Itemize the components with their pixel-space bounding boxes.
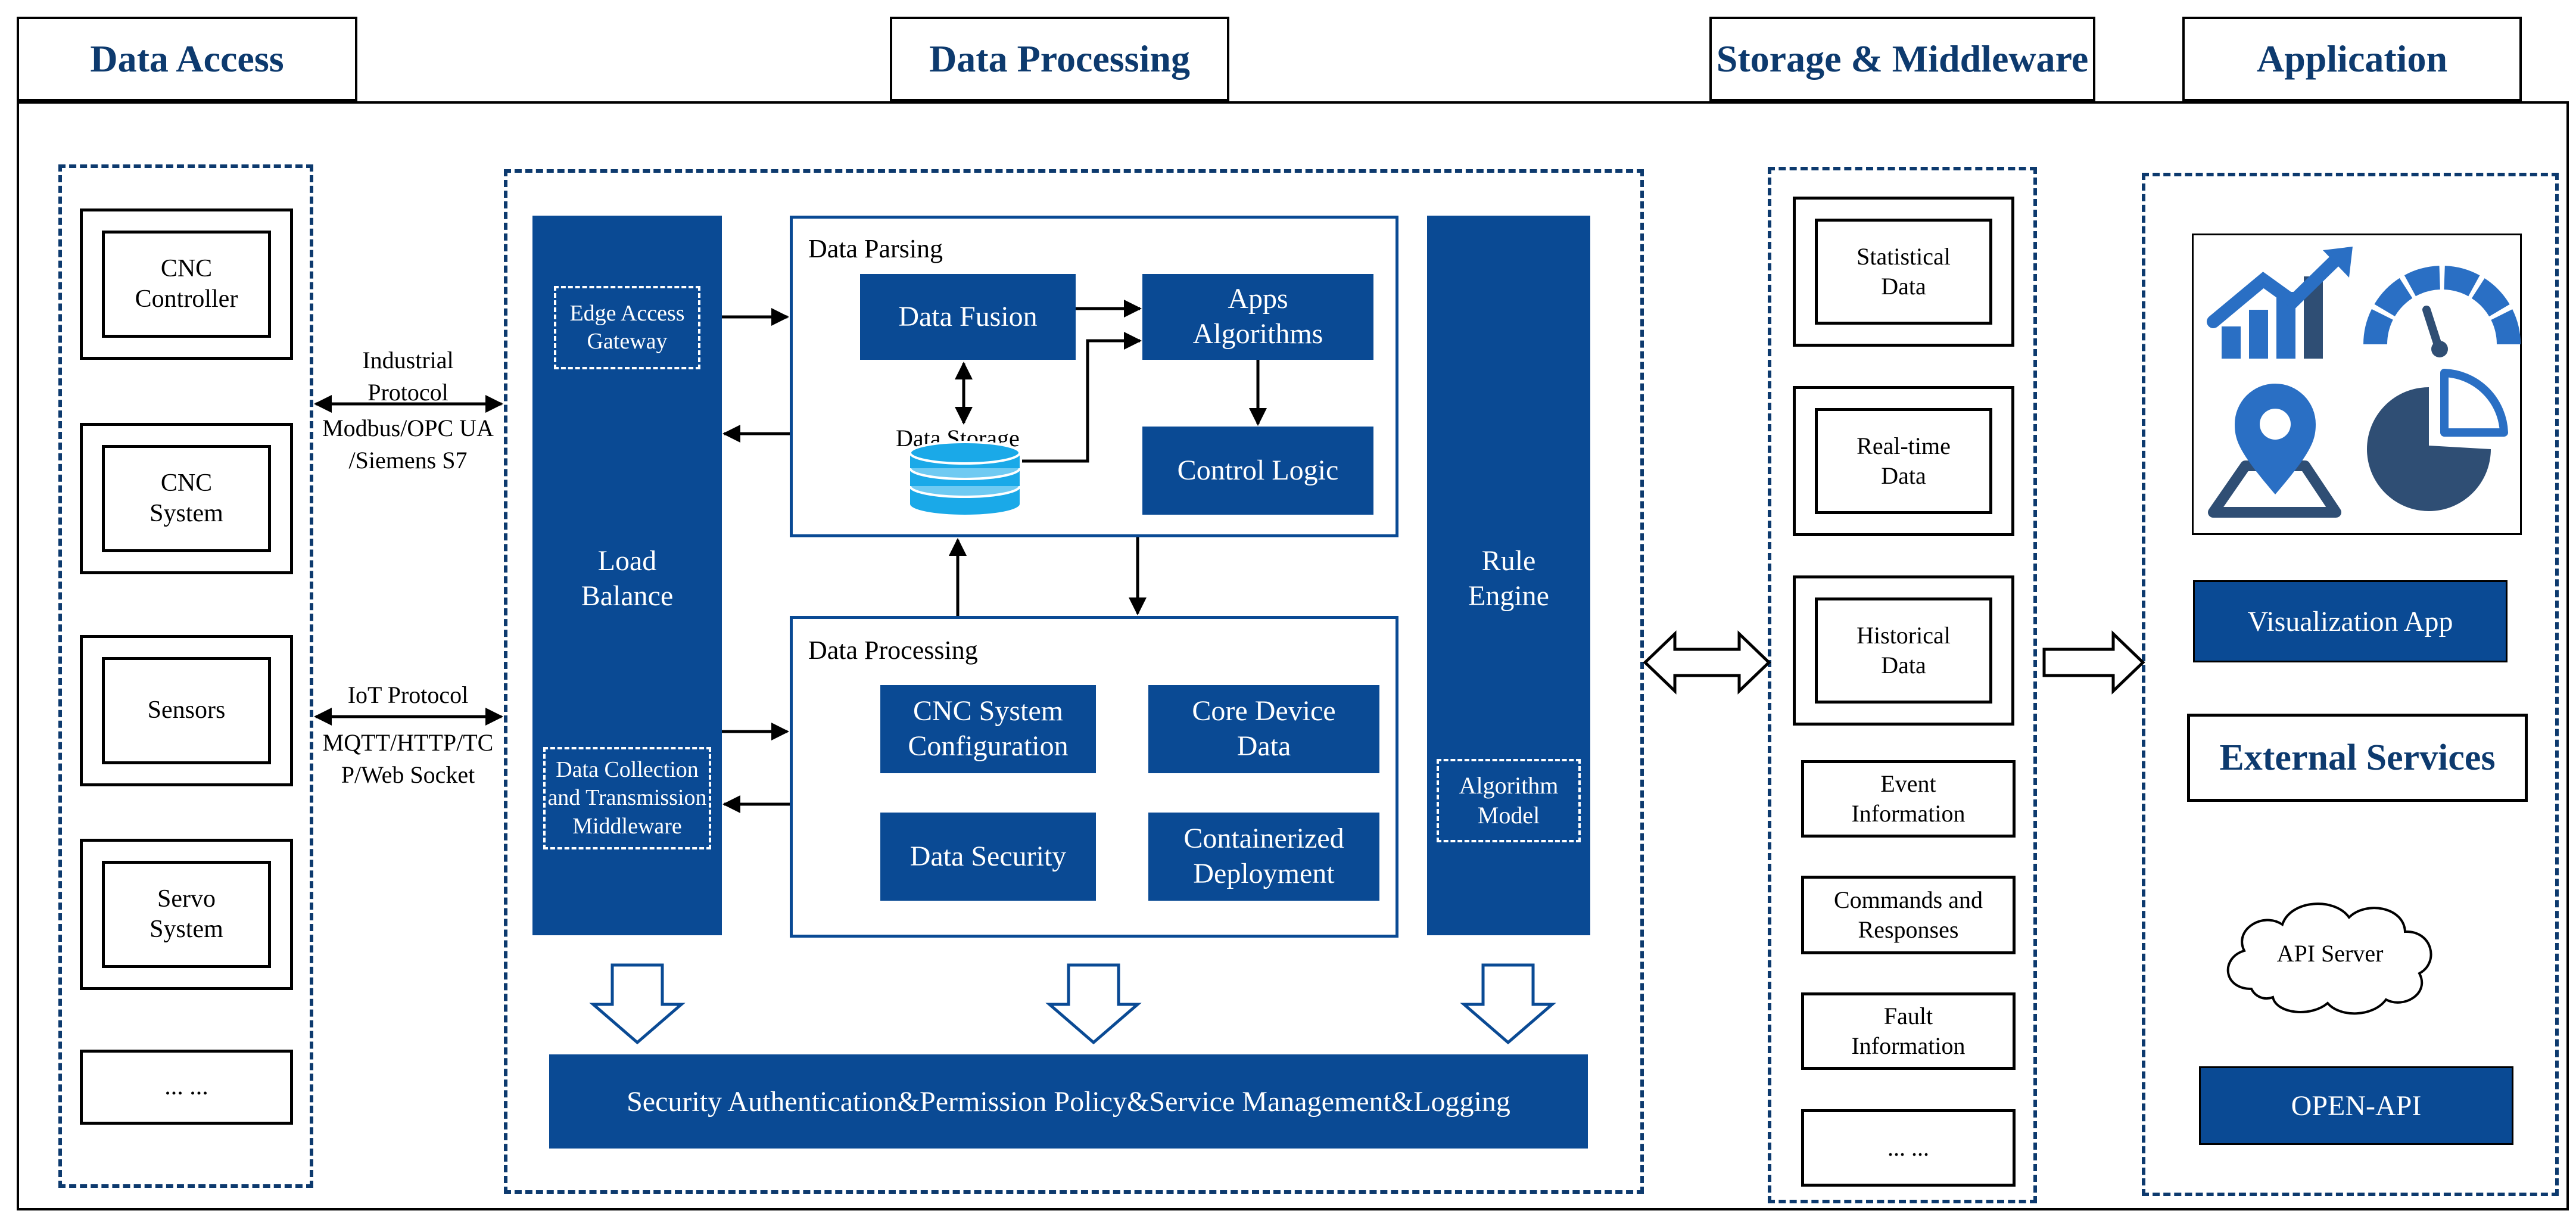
load-balance-column: Edge Access Gateway Load Balance Data Co…: [532, 216, 722, 935]
edge-access-gateway: Edge Access Gateway: [554, 286, 700, 369]
device-label: CNC Controller: [102, 231, 271, 338]
open-api-box: OPEN-API: [2199, 1066, 2513, 1145]
control-logic-box: Control Logic: [1142, 427, 1373, 515]
device-label: Sensors: [102, 657, 271, 764]
algorithm-model: Algorithm Model: [1437, 759, 1581, 842]
down-arrow-right: [1460, 963, 1556, 1045]
storage-event-info: Event Information: [1801, 760, 2016, 838]
data-access-group: [58, 164, 313, 1188]
device-more: ... ...: [80, 1050, 293, 1125]
down-arrow-left: [589, 963, 686, 1045]
storage-group: [1768, 167, 2037, 1203]
storage-label: Historical Data: [1815, 597, 1992, 704]
data-processing-group: [504, 169, 1644, 1194]
processing-storage-arrow: [1643, 630, 1771, 695]
device-sensors: Sensors: [80, 635, 293, 786]
security-bar: Security Authentication&Permission Polic…: [549, 1054, 1588, 1149]
industrial-protocol-detail: Modbus/OPC UA /Siemens S7: [322, 415, 494, 474]
visualization-app-box: Visualization App: [2193, 580, 2508, 662]
device-label: Servo System: [102, 861, 271, 968]
storage-application-arrow: [2042, 630, 2145, 695]
storage-fault-info: Fault Information: [1801, 992, 2016, 1070]
storage-to-apps-connector: [1022, 332, 1142, 463]
storage-realtime: Real-time Data: [1793, 386, 2014, 536]
storage-label: Real-time Data: [1815, 408, 1992, 514]
iot-protocol-detail: MQTT/HTTP/TC P/Web Socket: [322, 729, 494, 788]
database-icon: [909, 441, 1021, 515]
cloud-icon: [2226, 902, 2432, 1015]
storage-label: Statistical Data: [1815, 219, 1992, 325]
header-data-access: Data Access: [17, 17, 357, 101]
header-storage-middleware: Storage & Middleware: [1709, 17, 2095, 101]
device-cnc-system: CNC System: [80, 423, 293, 574]
rule-engine-column: Rule Engine Algorithm Model: [1427, 216, 1590, 935]
header-application: Application: [2182, 17, 2522, 101]
trend-chart-icon: [2207, 247, 2353, 359]
pie-chart-icon: [2367, 369, 2508, 511]
storage-commands-responses: Commands and Responses: [1801, 876, 2016, 954]
down-arrow-middle: [1045, 963, 1142, 1045]
map-pin-icon: [2208, 384, 2341, 518]
cnc-config-box: CNC System Configuration: [880, 685, 1096, 773]
iot-protocol-label: IoT Protocol: [347, 681, 469, 708]
storage-historical: Historical Data: [1793, 575, 2014, 726]
gauge-icon: [2363, 266, 2521, 357]
rule-engine-label: Rule Engine: [1468, 545, 1549, 612]
load-balance-label: Load Balance: [581, 545, 674, 612]
header-data-processing: Data Processing: [890, 17, 1229, 101]
containerized-deployment-box: Containerized Deployment: [1148, 813, 1379, 901]
core-device-data-box: Core Device Data: [1148, 685, 1379, 773]
data-processing-title: Data Processing: [808, 636, 978, 665]
application-group: [2142, 173, 2559, 1196]
data-security-box: Data Security: [880, 813, 1096, 901]
device-label: CNC System: [102, 445, 271, 552]
storage-more: ... ...: [1801, 1109, 2016, 1187]
storage-statistical: Statistical Data: [1793, 197, 2014, 347]
outer-frame: [17, 101, 2569, 1210]
data-fusion-box: Data Fusion: [860, 274, 1076, 360]
api-server-label: API Server: [2277, 940, 2384, 967]
device-cnc-controller: CNC Controller: [80, 208, 293, 360]
data-collection-middleware: Data Collection and Transmission Middlew…: [543, 747, 711, 849]
apps-algorithms-box: Apps Algorithms: [1142, 274, 1373, 360]
data-parsing-title: Data Parsing: [808, 234, 943, 263]
external-services-box: External Services: [2187, 714, 2528, 802]
device-servo-system: Servo System: [80, 839, 293, 990]
